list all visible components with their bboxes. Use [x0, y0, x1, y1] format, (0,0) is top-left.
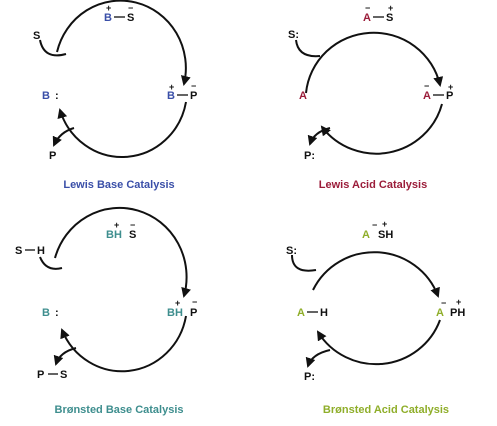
- lewis-acid-arc-bottom: [320, 103, 443, 155]
- lewis-acid-cycle: S: A − S + A − P + A P: Lewis Acid Catal…: [288, 3, 453, 191]
- bronsted-base-right-catalyst: BH: [167, 307, 183, 319]
- bronsted-acid-caption: Brønsted Acid Catalysis: [323, 404, 449, 416]
- bronsted-acid-top-plus: +: [382, 219, 387, 229]
- lewis-acid-substrate-arrow: [295, 39, 321, 58]
- bronsted-base-caption: Brønsted Base Catalysis: [55, 404, 184, 416]
- bronsted-base-arc-top: [54, 206, 191, 298]
- lewis-base-right-plus: +: [169, 82, 174, 92]
- lewis-acid-catalyst: A: [299, 90, 307, 102]
- bronsted-acid-substrate: S:: [286, 245, 297, 257]
- lewis-acid-product: P:: [304, 150, 315, 162]
- lewis-base-top-plus: +: [106, 3, 111, 13]
- bronsted-base-arc-bottom: [60, 315, 187, 373]
- lewis-acid-right-catalyst: A: [423, 90, 431, 102]
- lewis-base-right-minus: −: [191, 81, 196, 91]
- bronsted-base-lone-pair: :: [55, 307, 59, 319]
- bronsted-base-catalyst: B: [42, 307, 50, 319]
- lewis-base-cycle: S B + S − B + P − B : P Lewis Base Catal…: [33, 0, 197, 191]
- bronsted-base-product-p: P: [37, 369, 44, 381]
- lewis-acid-caption: Lewis Acid Catalysis: [319, 179, 427, 191]
- bronsted-acid-catalyst-h: H: [320, 307, 328, 319]
- bronsted-base-right-plus: +: [175, 298, 180, 308]
- lewis-base-lone-pair: :: [55, 90, 59, 102]
- lewis-base-top-catalyst: B: [104, 12, 112, 24]
- lewis-base-arc-bottom: [57, 101, 187, 159]
- bronsted-base-substrate-s: S: [15, 245, 22, 257]
- lewis-acid-right-plus: +: [448, 82, 453, 92]
- bronsted-base-top-substrate: S: [129, 229, 136, 241]
- lewis-base-substrate-arrow: [39, 39, 67, 57]
- lewis-acid-right-minus: −: [424, 81, 429, 91]
- lewis-acid-right-product: P: [446, 90, 453, 102]
- lewis-acid-arc-top: [305, 31, 444, 94]
- bronsted-acid-product-arrow: [305, 349, 331, 368]
- lewis-base-top-minus: −: [128, 3, 133, 13]
- lewis-acid-top-substrate: S: [386, 12, 393, 24]
- lewis-base-catalyst: B: [42, 90, 50, 102]
- bronsted-base-top-minus: −: [130, 220, 135, 230]
- bronsted-acid-right-product: PH: [450, 307, 465, 319]
- lewis-base-top-substrate: S: [127, 12, 134, 24]
- lewis-acid-top-plus: +: [388, 3, 393, 13]
- lewis-base-right-catalyst: B: [167, 90, 175, 102]
- bronsted-base-substrate-h: H: [37, 245, 45, 257]
- lewis-acid-top-catalyst: A: [363, 12, 371, 24]
- bronsted-acid-right-catalyst: A: [436, 307, 444, 319]
- lewis-acid-product-arrow: [307, 127, 331, 146]
- bronsted-base-top-plus: +: [114, 220, 119, 230]
- bronsted-base-cycle: S H BH + S − BH + P − B : P S Brønsted B…: [15, 206, 197, 416]
- bronsted-acid-arc-top: [312, 251, 440, 298]
- lewis-base-substrate: S: [33, 30, 40, 42]
- lewis-base-right-product: P: [190, 90, 197, 102]
- bronsted-acid-top-minus: −: [372, 220, 377, 230]
- lewis-base-product-arrow: [52, 127, 75, 147]
- lewis-acid-top-minus: −: [365, 3, 370, 13]
- bronsted-base-right-product: P: [190, 307, 197, 319]
- bronsted-acid-top-catalyst: A: [362, 229, 370, 241]
- bronsted-acid-catalyst-a: A: [297, 307, 305, 319]
- bronsted-acid-arc-bottom: [316, 319, 441, 366]
- lewis-base-arc-top: [56, 0, 191, 86]
- bronsted-base-top-catalyst: BH: [106, 229, 122, 241]
- bronsted-acid-product: P:: [304, 371, 315, 383]
- bronsted-base-product-s: S: [60, 369, 67, 381]
- bronsted-base-right-minus: −: [192, 297, 197, 307]
- bronsted-base-substrate-arrow: [39, 256, 63, 270]
- lewis-base-product: P: [49, 150, 56, 162]
- bronsted-acid-right-plus: +: [456, 297, 461, 307]
- bronsted-acid-right-minus: −: [441, 298, 446, 308]
- bronsted-acid-substrate-arrow: [291, 254, 317, 272]
- bronsted-acid-top-substrate: SH: [378, 229, 393, 241]
- bronsted-acid-cycle: S: A − SH + A H A − PH + P: Brønsted Aci…: [286, 219, 465, 416]
- bronsted-base-product-arrow: [53, 347, 77, 366]
- lewis-base-caption: Lewis Base Catalysis: [63, 179, 174, 191]
- lewis-acid-substrate: S:: [288, 29, 299, 41]
